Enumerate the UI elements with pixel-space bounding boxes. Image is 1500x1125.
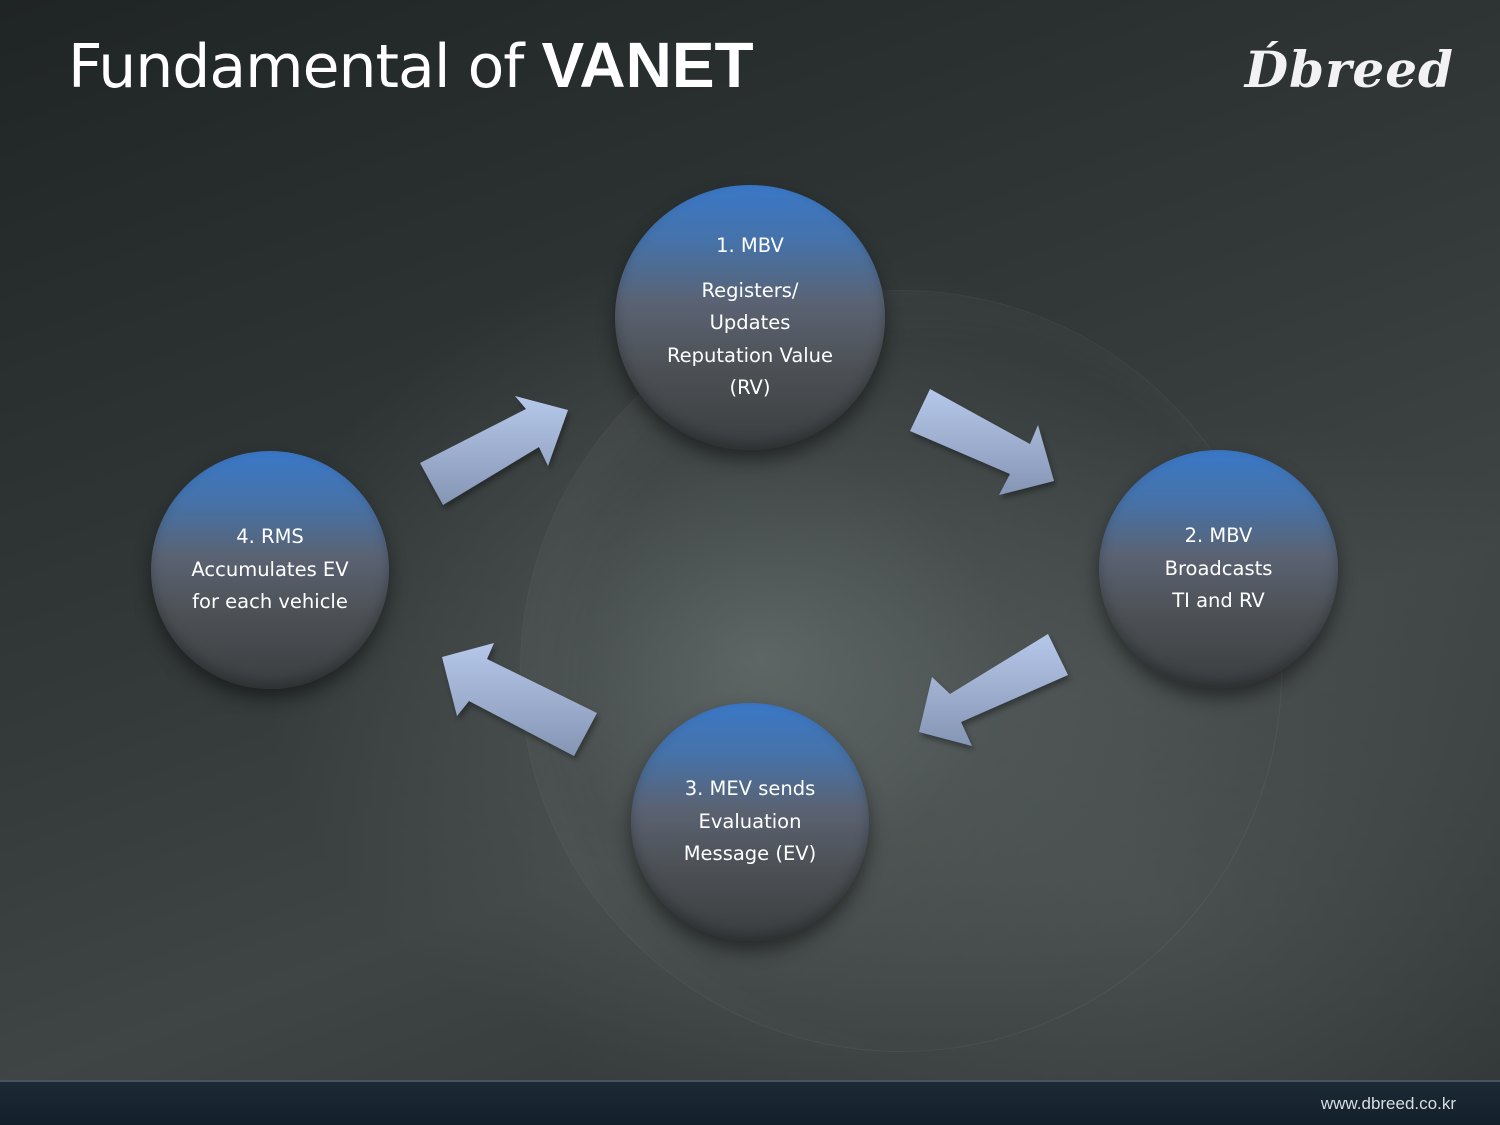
- arrow-1-to-2: [910, 389, 1054, 495]
- node-1-mbv-registers: 1. MBV Registers/ Updates Reputation Val…: [615, 185, 885, 450]
- node-text: Accumulates EV: [191, 557, 349, 581]
- arrow-4-to-1: [420, 396, 568, 505]
- node-text: Reputation Value: [666, 343, 834, 367]
- node-2-mbv-broadcasts: 2. MBV Broadcasts TI and RV: [1099, 450, 1338, 688]
- background-glow: [520, 290, 1282, 1052]
- title-bold: VANET: [541, 29, 754, 101]
- node-3-mev-sends: 3. MEV sends Evaluation Message (EV): [631, 703, 869, 941]
- node-text: 3. MEV sends: [684, 777, 816, 800]
- dbreed-logo: D́breed: [1244, 40, 1454, 99]
- node-text: Evaluation: [698, 809, 802, 833]
- arrow-2-to-3: [919, 634, 1068, 746]
- node-text: (RV): [729, 376, 771, 399]
- node-text: for each vehicle: [192, 590, 348, 613]
- node-text: Registers/: [701, 278, 799, 302]
- footer-url: www.dbreed.co.kr: [1320, 1094, 1456, 1113]
- page-title: Fundamental of VANET: [68, 28, 754, 102]
- node-text: TI and RV: [1172, 589, 1265, 612]
- footer-bar: www.dbreed.co.kr: [0, 1080, 1500, 1125]
- node-text: 1. MBV: [716, 234, 784, 257]
- node-text: 4. RMS: [236, 525, 304, 548]
- node-text: 2. MBV: [1184, 524, 1253, 547]
- arrow-3-to-4: [442, 643, 597, 756]
- node-text: Updates: [709, 311, 791, 334]
- node-4-rms-accumulates: 4. RMS Accumulates EV for each vehicle: [151, 451, 389, 689]
- node-text: Message (EV): [683, 842, 817, 865]
- node-text: Broadcasts: [1164, 556, 1273, 580]
- title-regular: Fundamental of: [68, 32, 542, 102]
